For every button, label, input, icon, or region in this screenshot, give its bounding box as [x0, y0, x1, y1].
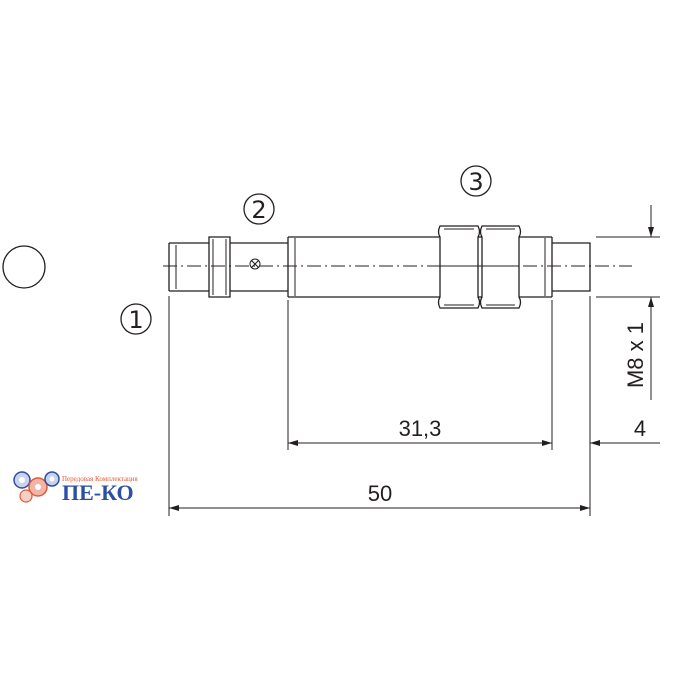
svg-text:3: 3 — [468, 168, 483, 196]
svg-text:31,3: 31,3 — [399, 416, 442, 441]
svg-text:2: 2 — [251, 196, 266, 224]
callout-2: 2 — [243, 193, 275, 225]
svg-text:50: 50 — [368, 481, 392, 506]
dimension-thread-spec: M8 x 1 — [623, 205, 654, 400]
gear-icon — [13, 471, 60, 503]
svg-text:ПЕ-КО: ПЕ-КО — [62, 480, 134, 505]
brand-logo: Передовая Комплектация ПЕ-КО — [13, 471, 139, 505]
svg-text:M8 x 1: M8 x 1 — [623, 322, 648, 388]
svg-text:1: 1 — [128, 306, 143, 334]
dimension-end-length: 4 — [530, 416, 660, 446]
led-indicator-symbol — [249, 258, 261, 270]
callout-3: 3 — [460, 165, 492, 197]
end-view-circle — [2, 245, 46, 289]
extension-lines — [168, 236, 660, 516]
svg-text:4: 4 — [634, 416, 646, 441]
dimension-overall-length: 50 — [169, 481, 590, 511]
sensor-body — [168, 225, 591, 309]
dimension-thread-length: 31,3 — [288, 416, 552, 446]
svg-text:Передовая Комплектация: Передовая Комплектация — [62, 475, 139, 483]
callout-1: 1 — [120, 303, 152, 335]
